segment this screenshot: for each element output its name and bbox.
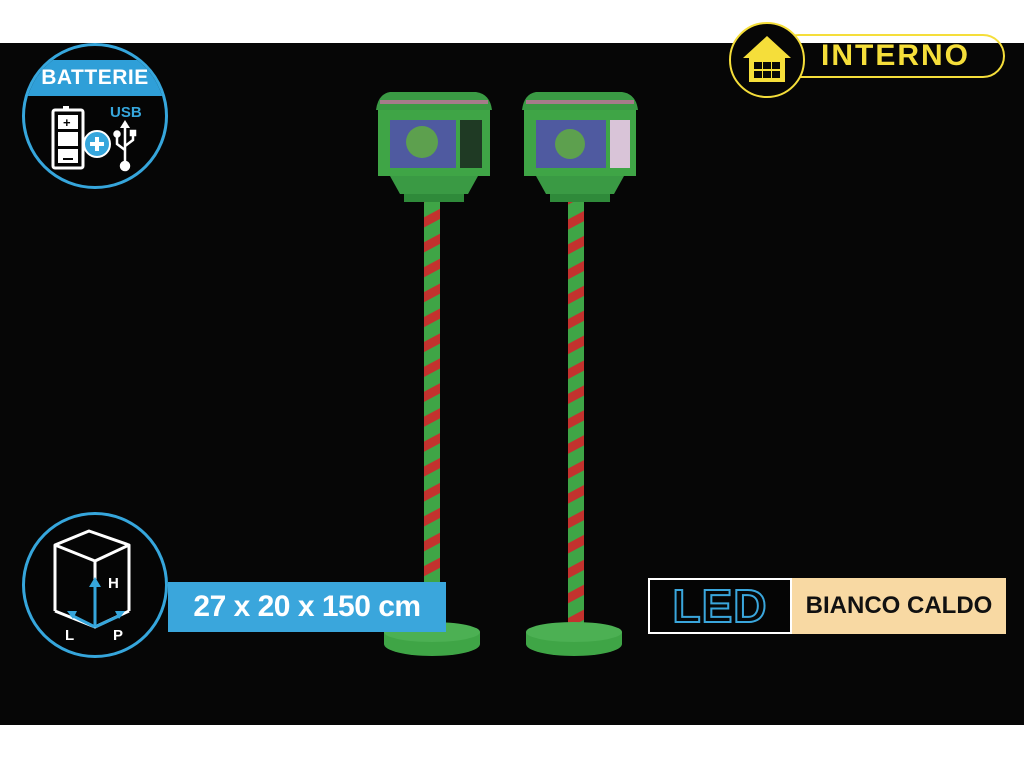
christmas-post-lamp-1	[376, 92, 492, 656]
svg-text:+: +	[63, 115, 71, 130]
power-title: BATTERIE	[25, 60, 165, 96]
box-dimensions-icon: H L P	[22, 512, 168, 658]
usb-label: USB	[110, 104, 142, 121]
length-label: L	[65, 627, 75, 644]
house-icon	[729, 22, 805, 98]
led-badge: LED	[648, 578, 792, 634]
power-badge: BATTERIE USB +	[22, 43, 168, 189]
depth-label: P	[113, 627, 124, 644]
christmas-post-lamp-2	[522, 92, 638, 656]
location-badge: INTERNO	[729, 22, 1007, 98]
battery-icon: +	[51, 106, 137, 172]
location-label: INTERNO	[821, 39, 970, 72]
height-label: H	[108, 575, 119, 592]
dimensions-value: 27 x 20 x 150 cm	[168, 582, 446, 632]
led-label: LED	[672, 579, 768, 633]
light-color-label: BIANCO CALDO	[792, 578, 1006, 634]
usb-icon	[113, 120, 137, 172]
